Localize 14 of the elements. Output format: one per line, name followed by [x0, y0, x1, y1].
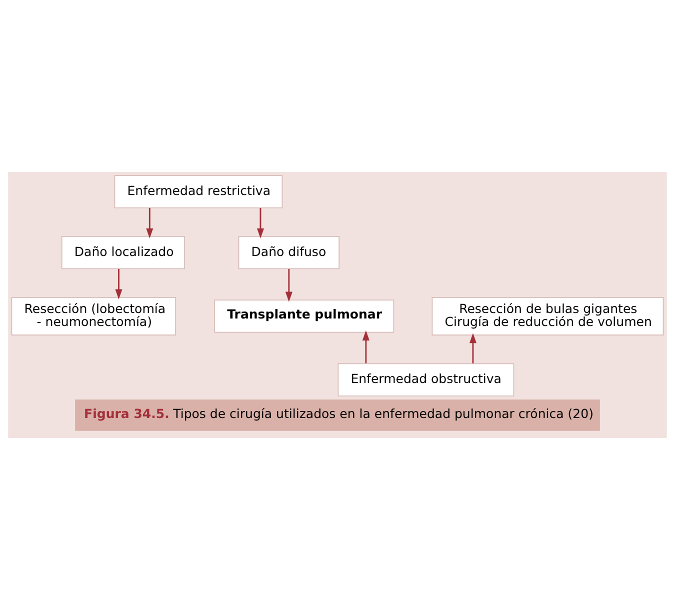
- node-box: Daño localizado: [61, 236, 186, 270]
- caption: Figura 34.5. Tipos de cirugía utilizados en la enfermedad pulmonar crónica (20): [84, 406, 594, 422]
- arrow: [285, 268, 292, 302]
- node-box: Enfermedad restrictiva: [114, 175, 283, 208]
- node-box: Resección (lobectomía - neumonectomía): [11, 296, 176, 336]
- arrow: [115, 268, 122, 300]
- arrow: [362, 330, 370, 364]
- node-box: Transplante pulmonar: [214, 300, 394, 333]
- node-box: Enfermedad obstructiva: [338, 363, 514, 396]
- arrow: [146, 208, 154, 238]
- node-box: Daño difuso: [238, 236, 340, 270]
- arrow: [256, 208, 264, 238]
- node-box: Resección de bulas gigantes Cirugía de reducción de volumen: [432, 296, 664, 336]
- arrow: [469, 333, 476, 364]
